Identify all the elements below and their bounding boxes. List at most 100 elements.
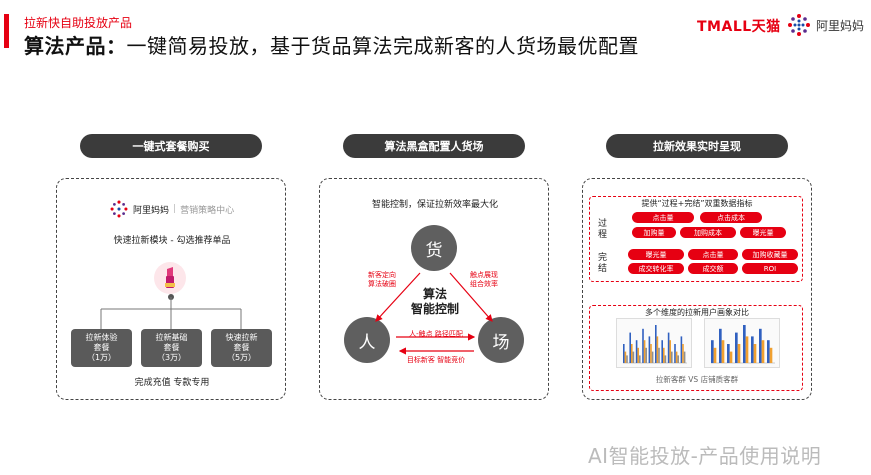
- chart-bar: [677, 355, 679, 363]
- node-person: 人: [344, 317, 390, 363]
- alimama-icon: [788, 14, 810, 36]
- metric-tag: ROI: [742, 263, 798, 274]
- chart-bar: [650, 344, 652, 363]
- package-3-button[interactable]: 快速拉新 套餐 （5万）: [211, 329, 272, 367]
- metric-tag: 成交额: [688, 263, 738, 274]
- chart-bar: [655, 325, 657, 363]
- tmall-logo: TMALL天猫: [697, 19, 781, 35]
- chart-bar: [753, 344, 757, 363]
- profile-title: 多个维度的拉新用户画象对比: [641, 308, 753, 317]
- panel1-brand: 阿里妈妈 | 营销策略中心: [109, 199, 234, 219]
- chart-bar: [639, 355, 641, 363]
- chart-bar: [648, 336, 651, 363]
- chart-bar: [759, 328, 762, 363]
- chart-bar: [683, 351, 686, 363]
- chart-bar: [671, 351, 673, 363]
- panel1-box: 阿里妈妈 | 营销策略中心 快速拉新模块 - 勾选推荐单品 拉新体验 套餐 （1…: [56, 178, 286, 400]
- chart-bar: [675, 351, 678, 363]
- accent-bar: [4, 14, 9, 48]
- chart-bar: [632, 351, 635, 363]
- metric-tag: 加购成本: [680, 227, 736, 238]
- panel3-header: 拉新效果实时呈现: [606, 134, 788, 158]
- profile-chart-1: [616, 318, 692, 368]
- chart-bar: [642, 328, 644, 363]
- title-bold: 算法产品：: [24, 34, 127, 58]
- brand-sub: 营销策略中心: [180, 205, 235, 216]
- page-subtitle: 拉新快自助投放产品: [24, 16, 133, 30]
- chart-bar: [664, 355, 667, 363]
- chart-bar: [767, 340, 770, 363]
- chart-bar: [663, 347, 665, 363]
- chart-bar: [667, 332, 670, 363]
- metric-tag: 加购收藏量: [742, 249, 798, 260]
- chart-bar: [727, 344, 730, 363]
- profile-chart-2: [704, 318, 780, 368]
- chart-bar: [737, 344, 741, 363]
- panel1-header: 一键式套餐购买: [80, 134, 262, 158]
- panel2-header: 算法黑盒配置人货场: [343, 134, 525, 158]
- metric-tag: 曝光量: [740, 227, 786, 238]
- metric-tag: 曝光量: [628, 249, 684, 260]
- chart-bar: [629, 332, 631, 363]
- chart-bar: [645, 347, 647, 363]
- chart-bar: [735, 332, 738, 363]
- tree-connector: [100, 294, 242, 329]
- chart-bar: [631, 344, 633, 363]
- alimama-logo-text: 阿里妈妈: [816, 18, 865, 33]
- flow-arrows: [375, 272, 493, 355]
- chart-bar: [751, 336, 754, 363]
- metric-tag: 成交转化率: [628, 263, 684, 274]
- chart-bar: [719, 328, 722, 363]
- package-1-button[interactable]: 拉新体验 套餐 （1万）: [71, 329, 132, 367]
- chart-bar: [658, 347, 660, 363]
- center-label: 算法 智能控制: [410, 287, 459, 316]
- metrics-title: 提供“过程+完结”双重数据指标: [637, 199, 757, 208]
- chart-bar: [669, 340, 671, 363]
- chart-bar: [761, 340, 765, 363]
- chart-bar: [651, 351, 654, 363]
- chart-bar: [637, 347, 639, 363]
- chart-bar: [682, 344, 684, 363]
- node-place: 场: [478, 317, 524, 363]
- chart-bar: [713, 347, 717, 363]
- package-2-button[interactable]: 拉新基础 套餐 （3万）: [141, 329, 202, 367]
- profile-box: 多个维度的拉新用户画象对比 拉新客群 VS 店铺质客群: [589, 305, 803, 391]
- metric-tag: 加购量: [632, 227, 676, 238]
- node-goods: 货: [411, 225, 457, 271]
- panel2-box: 智能控制，保证拉新效率最大化 货 人 场 新客定向 算法破圈 触点展现 组合效率…: [319, 178, 549, 400]
- process-label: 过程: [598, 219, 608, 240]
- panel3-box: 提供“过程+完结”双重数据指标 过程 完结 点击量 点击成本 加购量 加购成本 …: [582, 178, 812, 400]
- panel1-footer: 完成充值 专款专用: [134, 378, 210, 388]
- left-label: 新客定向 算法破圈: [368, 271, 396, 288]
- metric-tag: 点击量: [688, 249, 738, 260]
- brand-name: 阿里妈妈: [133, 205, 170, 216]
- panel1-desc: 快速拉新模块 - 勾选推荐单品: [113, 236, 231, 246]
- panel2-top-text: 智能控制，保证拉新效率最大化: [371, 200, 498, 210]
- title-rest: 一键简易投放，基于货品算法完成新客的人货场最优配置: [126, 34, 639, 58]
- chart-bar: [721, 340, 725, 363]
- metric-tag: 点击量: [632, 212, 694, 223]
- chart-bar: [674, 344, 676, 363]
- bottom-top-label: 人-触点 路径匹配: [409, 330, 463, 338]
- chart-bar: [769, 347, 773, 363]
- chart-bar: [661, 340, 663, 363]
- chart-bar: [643, 340, 646, 363]
- lipstick-icon: [154, 262, 186, 294]
- chart-bar: [635, 340, 638, 363]
- chart-bar: [626, 355, 628, 363]
- bottom-bottom-label: 目标新客 智能竞价: [406, 356, 466, 364]
- compare-caption: 拉新客群 VS 店铺质客群: [655, 375, 739, 384]
- metrics-title-wrap: 提供“过程+完结”双重数据指标: [590, 191, 804, 210]
- chart-bar: [729, 351, 733, 363]
- chart-bar: [711, 340, 714, 363]
- metrics-box: 提供“过程+完结”双重数据指标 过程 完结 点击量 点击成本 加购量 加购成本 …: [589, 196, 803, 282]
- chart-bar: [680, 336, 683, 363]
- chart-bar: [623, 344, 625, 363]
- footer-title: AI智能投放-产品使用说明: [588, 444, 822, 468]
- chart-bar: [624, 351, 627, 363]
- chart-bar: [743, 325, 746, 363]
- finish-label: 完结: [598, 253, 608, 274]
- alimama-logo: 阿里妈妈: [786, 12, 864, 38]
- metric-tag: 点击成本: [700, 212, 762, 223]
